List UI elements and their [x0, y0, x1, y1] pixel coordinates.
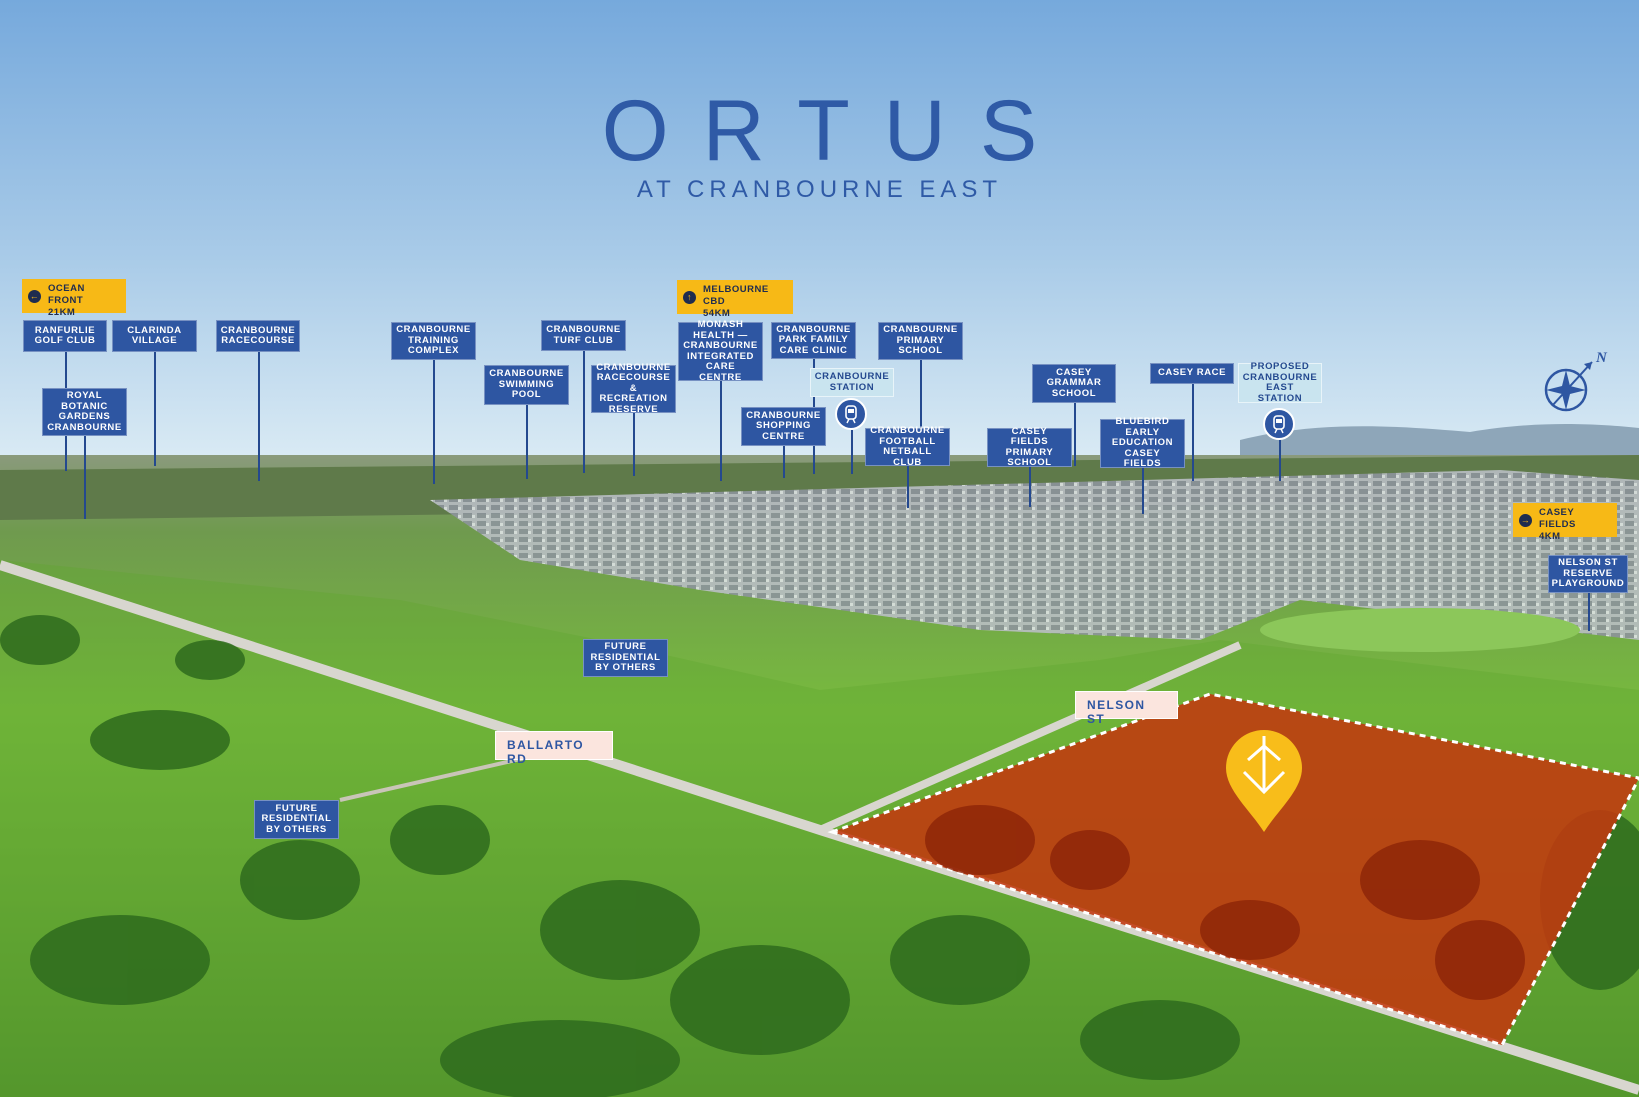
poi-cranbourne-racecourse: CRANBOURNE RACECOURSE: [216, 320, 300, 352]
train-station-icon: [1263, 408, 1295, 440]
poi-future-residential-west: FUTURE RESIDENTIAL BY OTHERS: [254, 800, 339, 839]
brand-subtitle: AT CRANBOURNE EAST: [636, 176, 1003, 203]
poi-casey-fields-primary-school: CASEY FIELDS PRIMARY SCHOOL: [987, 426, 1072, 468]
leader-line: [154, 351, 156, 466]
reserve-oval: [1260, 608, 1580, 652]
poi-cranbourne-football-netball-club: CRANBOURNE FOOTBALL NETBALL CLUB: [865, 425, 950, 467]
leader-line: [851, 430, 853, 474]
poi-cranbourne-swimming-pool: CRANBOURNE SWIMMING POOL: [484, 365, 569, 405]
poi-future-residential-north: FUTURE RESIDENTIAL BY OTHERS: [583, 639, 668, 677]
compass-icon: N: [1544, 350, 1608, 412]
train-station-icon: [835, 398, 867, 430]
chip-label: MELBOURNE CBD 54KM: [703, 284, 769, 319]
tree-clusters: [0, 615, 1639, 1097]
poi-proposed-cranbourne-east-station: PROPOSED CRANBOURNE EAST STATION: [1238, 361, 1322, 403]
poi-casey-grammar-school: CASEY GRAMMAR SCHOOL: [1032, 364, 1116, 403]
arrow-right-icon: →: [1519, 513, 1532, 527]
poi-clarinda-village: CLARINDA VILLAGE: [112, 320, 197, 352]
poi-monash-health: MONASH HEALTH — CRANBOURNE INTEGRATED CA…: [678, 319, 763, 382]
residential-suburb: [430, 470, 1639, 640]
chip-melbourne-cbd: ↑ MELBOURNE CBD 54KM: [677, 280, 793, 319]
poi-ranfurlie-golf-club: RANFURLIE GOLF CLUB: [23, 320, 107, 352]
poi-cranbourne-station: CRANBOURNE STATION: [810, 368, 894, 397]
poi-cranbourne-turf-club: CRANBOURNE TURF CLUB: [541, 320, 626, 351]
road-label-ballarto-rd: BALLARTO RD: [495, 731, 613, 766]
leader-line: [84, 436, 86, 519]
leader-line: [783, 446, 785, 478]
poi-cranbourne-park-family-care-clinic: CRANBOURNE PARK FAMILY CARE CLINIC: [771, 322, 856, 359]
location-pin-icon: [1226, 730, 1302, 832]
leader-line: [1192, 383, 1194, 481]
leader-line: [583, 350, 585, 473]
ortus-site-boundary: [827, 692, 1639, 1047]
leader-line: [1588, 591, 1590, 631]
poi-cranbourne-primary-school: CRANBOURNE PRIMARY SCHOOL: [878, 322, 963, 360]
leader-line: [1029, 467, 1031, 507]
poi-cranbourne-racecourse-recreation-reserve: CRANBOURNE RACECOURSE & RECREATION RESER…: [591, 362, 676, 415]
leader-line: [1142, 468, 1144, 514]
chip-casey-fields: → CASEY FIELDS 4KM: [1513, 503, 1617, 542]
poi-casey-race: CASEY RACE: [1150, 363, 1234, 384]
nelson-st-road: [818, 641, 1242, 834]
poi-nelson-st-reserve-playground: NELSON ST RESERVE PLAYGROUND: [1548, 555, 1628, 593]
leader-line: [526, 404, 528, 479]
leader-line: [633, 413, 635, 476]
leader-line: [1074, 403, 1076, 466]
leader-line: [720, 381, 722, 481]
arrow-up-icon: ↑: [683, 290, 696, 304]
leader-line: [920, 359, 922, 428]
sky: [0, 0, 1639, 470]
brand-title: ORTUS: [601, 83, 1072, 179]
leader-line: [433, 360, 435, 484]
poi-cranbourne-shopping-centre: CRANBOURNE SHOPPING CENTRE: [741, 407, 826, 446]
chip-label: CASEY FIELDS 4KM: [1539, 507, 1576, 542]
leader-line: [1279, 440, 1281, 481]
chip-ocean-front: ← OCEAN FRONT 21KM: [22, 279, 126, 318]
chip-label: OCEAN FRONT 21KM: [48, 283, 85, 318]
arrow-left-icon: ←: [28, 289, 41, 303]
poi-bluebird-early-education: BLUEBIRD EARLY EDUCATION CASEY FIELDS: [1100, 417, 1185, 469]
road-label-nelson-st: NELSON ST: [1075, 691, 1178, 726]
poi-royal-botanic-gardens: ROYAL BOTANIC GARDENS CRANBOURNE: [42, 388, 127, 436]
leader-line: [258, 351, 260, 481]
leader-line: [907, 466, 909, 508]
site-trees: [925, 805, 1525, 1000]
compass-north-label: N: [1595, 350, 1608, 366]
poi-cranbourne-training-complex: CRANBOURNE TRAINING COMPLEX: [391, 322, 476, 360]
